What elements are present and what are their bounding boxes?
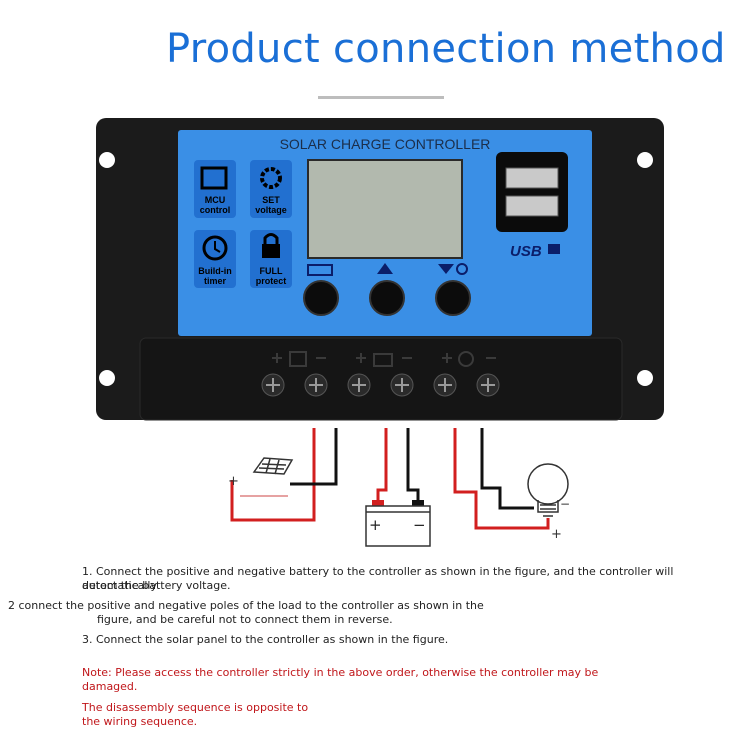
- load-symbol: [442, 351, 496, 368]
- badge-label: FULL: [260, 266, 283, 276]
- mount-hole: [637, 152, 653, 168]
- terminal-screw: [476, 373, 500, 397]
- usb-icon: [548, 244, 560, 254]
- badge-timer: Build-in timer: [194, 230, 236, 288]
- disassembly-note: The disassembly sequence is opposite to: [82, 701, 309, 714]
- wires: [230, 428, 550, 530]
- load-positive-wire: [453, 428, 550, 530]
- terminal-screw: [390, 373, 414, 397]
- mount-hole: [637, 370, 653, 386]
- badge-label: control: [200, 205, 231, 215]
- battery-negative-wire: [406, 428, 420, 500]
- usb-port[interactable]: [505, 195, 559, 217]
- instruction-step-2-cont: figure, and be careful not to connect th…: [97, 613, 393, 626]
- gear-icon: [260, 167, 282, 189]
- mount-hole: [99, 370, 115, 386]
- badge-label: Build-in: [198, 266, 232, 276]
- instruction-step-3: 3. Connect the solar panel to the contro…: [82, 633, 449, 646]
- terminal-screw: [261, 373, 285, 397]
- warning-note-cont: damaged.: [82, 680, 138, 693]
- badge-label: MCU: [205, 195, 226, 205]
- solar-panel-symbol: [272, 351, 326, 367]
- battery-positive-wire: [376, 428, 388, 500]
- load-negative-wire: [480, 428, 534, 510]
- battery-icon: + −: [365, 500, 431, 547]
- down-bulb-icon: [438, 263, 468, 275]
- chip-icon: [200, 166, 228, 190]
- terminal-screw: [433, 373, 457, 397]
- svg-text:+: +: [228, 474, 239, 489]
- menu-button[interactable]: [303, 280, 339, 316]
- badge-label: SET: [262, 195, 280, 205]
- battery-icon: [307, 264, 333, 276]
- mount-hole: [99, 152, 115, 168]
- down-button[interactable]: [435, 280, 471, 316]
- warning-note: Note: Please access the controller stric…: [82, 666, 599, 679]
- svg-text:+: +: [551, 527, 562, 542]
- clock-icon: [202, 235, 228, 261]
- solar-positive-wire: [230, 428, 316, 522]
- battery-symbol: [356, 353, 412, 367]
- terminal-screw: [347, 373, 371, 397]
- badge-set-voltage: SET voltage: [250, 160, 292, 218]
- terminal-screw: [304, 373, 328, 397]
- solar-panel-icon: +: [228, 457, 294, 497]
- instruction-step-1-cont: detect the battery voltage.: [82, 579, 231, 592]
- badge-label: protect: [256, 276, 287, 286]
- lcd-screen: [307, 159, 463, 259]
- terminal-block: [139, 337, 623, 421]
- badge-mcu: MCU control: [194, 160, 236, 218]
- badge-label: voltage: [255, 205, 287, 215]
- terminal-screws: [261, 373, 500, 397]
- terminal-symbols: [272, 351, 496, 368]
- divider: [318, 96, 444, 99]
- svg-text:−: −: [560, 497, 570, 511]
- badge-label: timer: [204, 276, 227, 286]
- controller-title: SOLAR CHARGE CONTROLLER: [280, 136, 491, 152]
- disassembly-note-cont: the wiring sequence.: [82, 715, 198, 728]
- solar-negative-wire: [290, 428, 338, 486]
- badge-full-protect: FULL protect: [250, 230, 292, 288]
- svg-text:+: +: [369, 516, 382, 534]
- instruction-step-1: 1. Connect the positive and negative bat…: [82, 565, 674, 592]
- lock-icon: [262, 233, 280, 258]
- light-bulb-icon: − +: [527, 463, 570, 542]
- up-button[interactable]: [369, 280, 405, 316]
- usb-label: USB: [510, 243, 542, 260]
- usb-port[interactable]: [505, 167, 559, 189]
- page-title: Product connection method: [166, 26, 726, 72]
- up-arrow-icon: [377, 263, 393, 274]
- usb-ports: USB: [496, 152, 568, 260]
- svg-text:−: −: [413, 516, 426, 534]
- controller-diagram: SOLAR CHARGE CONTROLLER MCU control SET …: [96, 118, 664, 547]
- instruction-step-2: 2 connect the positive and negative pole…: [8, 599, 484, 612]
